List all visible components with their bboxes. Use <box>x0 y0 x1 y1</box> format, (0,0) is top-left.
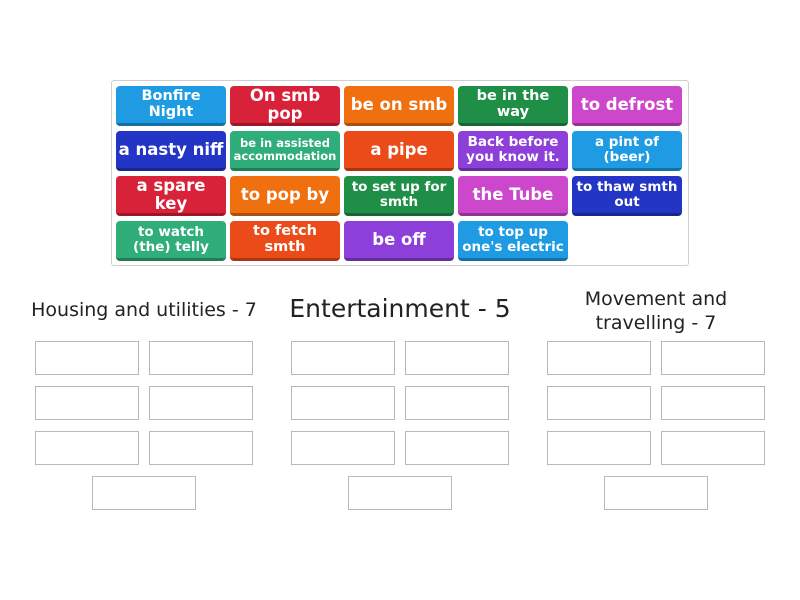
tile-on-smb-pop[interactable]: On smb pop <box>230 86 340 126</box>
tile-a-nasty-niff[interactable]: a nasty niff <box>116 131 226 171</box>
tile-the-tube[interactable]: the Tube <box>458 176 568 216</box>
tile-be-in-the-way[interactable]: be in the way <box>458 86 568 126</box>
drop-slot-movement-6[interactable] <box>661 431 765 465</box>
tile-be-off[interactable]: be off <box>344 221 454 261</box>
drop-slot-movement-2[interactable] <box>661 341 765 375</box>
drop-slot-entertainment-3[interactable] <box>291 386 395 420</box>
drop-slot-movement-4[interactable] <box>661 386 765 420</box>
drop-slot-entertainment-2[interactable] <box>405 341 509 375</box>
tile-to-pop-by[interactable]: to pop by <box>230 176 340 216</box>
drop-slot-movement-7[interactable] <box>604 476 708 510</box>
group-title-housing: Housing and utilities - 7 <box>31 299 257 321</box>
tile-a-spare-key[interactable]: a spare key <box>116 176 226 216</box>
tile-to-thaw-smth-out[interactable]: to thaw smth out <box>572 176 682 216</box>
tile-to-fetch-smth[interactable]: to fetch smth <box>230 221 340 261</box>
drop-slot-entertainment-6[interactable] <box>405 431 509 465</box>
tile-to-watch-the-telly[interactable]: to watch (the) telly <box>116 221 226 261</box>
drop-slot-housing-1[interactable] <box>35 341 139 375</box>
drop-slot-housing-6[interactable] <box>149 431 253 465</box>
drop-slot-movement-5[interactable] <box>547 431 651 465</box>
tile-back-before-you-know-it[interactable]: Back before you know it. <box>458 131 568 171</box>
drop-slot-housing-7[interactable] <box>92 476 196 510</box>
tile-be-on-smb[interactable]: be on smb <box>344 86 454 126</box>
tile-to-set-up-for-smth[interactable]: to set up for smth <box>344 176 454 216</box>
drop-slot-entertainment-5[interactable] <box>291 431 395 465</box>
tile-a-pipe[interactable]: a pipe <box>344 131 454 171</box>
drop-slot-housing-2[interactable] <box>149 341 253 375</box>
tile-to-defrost[interactable]: to defrost <box>572 86 682 126</box>
drop-slot-movement-1[interactable] <box>547 341 651 375</box>
group-title-movement: Movement and travelling - 7 <box>584 288 728 334</box>
drop-slot-housing-4[interactable] <box>149 386 253 420</box>
drop-slot-movement-3[interactable] <box>547 386 651 420</box>
tile-panel: Bonfire Night On smb pop be on smb be in… <box>111 80 689 266</box>
drop-slot-housing-5[interactable] <box>35 431 139 465</box>
tile-a-pint-of-beer[interactable]: a pint of (beer) <box>572 131 682 171</box>
tile-be-in-assisted-accommodation[interactable]: be in assisted accommodation <box>230 131 340 171</box>
drop-slot-entertainment-7[interactable] <box>348 476 452 510</box>
drop-slot-housing-3[interactable] <box>35 386 139 420</box>
tile-bonfire-night[interactable]: Bonfire Night <box>116 86 226 126</box>
tile-to-top-up-ones-electric[interactable]: to top up one's electric <box>458 221 568 261</box>
drop-slot-entertainment-4[interactable] <box>405 386 509 420</box>
drop-slot-entertainment-1[interactable] <box>291 341 395 375</box>
group-title-entertainment: Entertainment - 5 <box>289 294 511 323</box>
